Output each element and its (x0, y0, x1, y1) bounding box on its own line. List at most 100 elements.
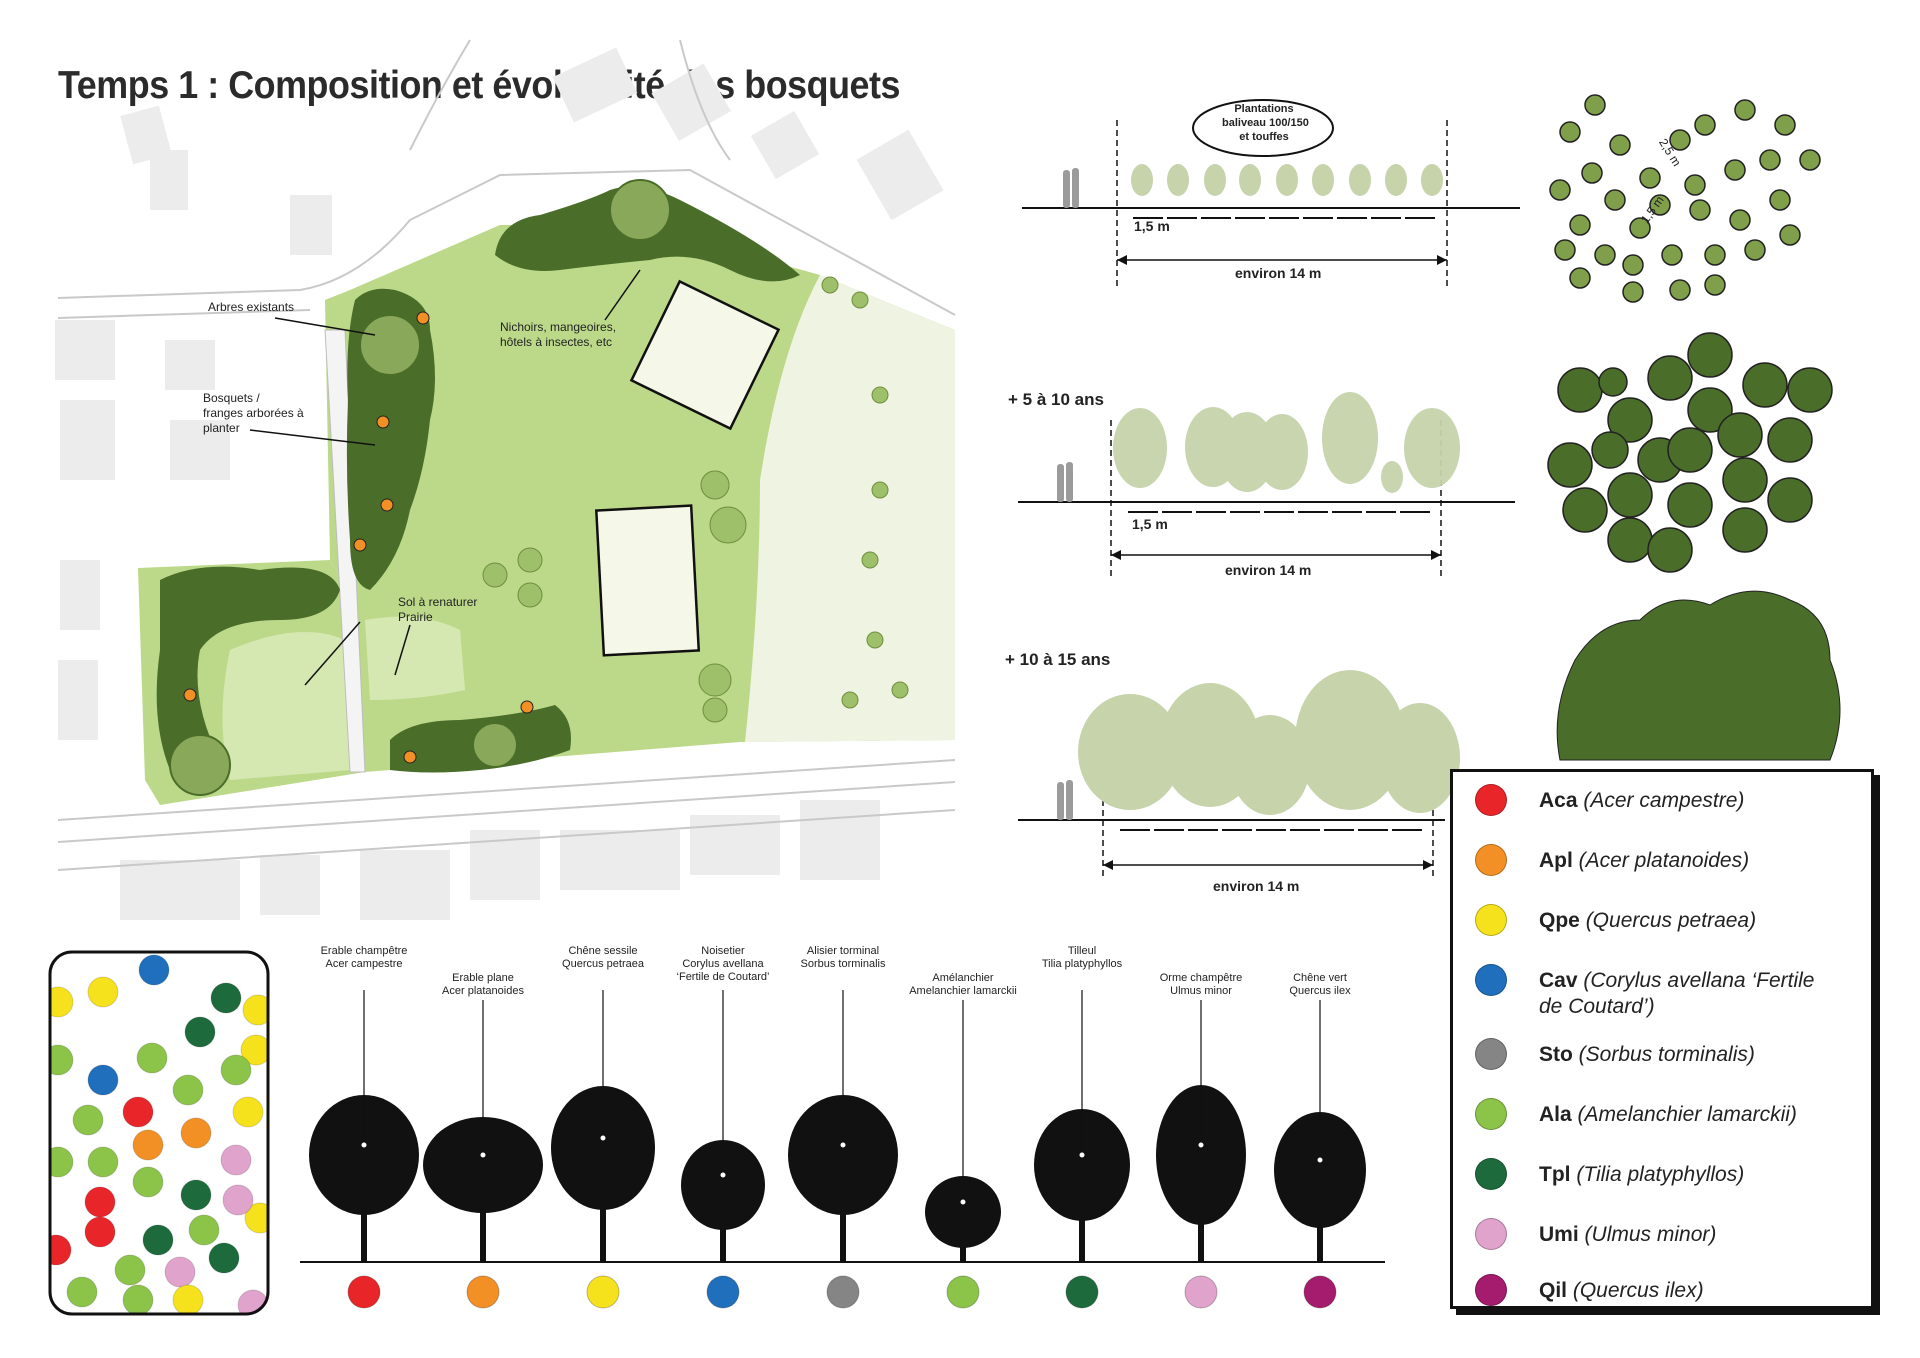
mix-dot (208, 1242, 240, 1274)
spacing-label-2: 1,5 m (1132, 516, 1168, 532)
building-north (629, 279, 781, 431)
mix-dot (84, 1186, 116, 1218)
silhouette-8 (1274, 1000, 1366, 1309)
silhouette-label-common: Orme champêtre (1159, 972, 1243, 984)
mix-dot (220, 1054, 252, 1086)
legend-species-name: (Ulmus minor) (1584, 1223, 1717, 1246)
section-5-10-years (1018, 392, 1515, 580)
legend-color-swatch (1475, 1038, 1507, 1070)
legend-species-name: (Corylus avellana ‘Fertile de Coutard’) (1539, 969, 1815, 1018)
silhouette-label-common: Erable plane (452, 972, 514, 984)
person-scale-2 (1057, 462, 1073, 502)
mix-dot (50, 1234, 72, 1266)
mature-trees (1078, 670, 1460, 815)
mix-dot (87, 976, 119, 1008)
label-groves-line-3: planter (203, 421, 240, 435)
legend-item-cav: Cav (Corylus avellana ‘Fertile de Coutar… (1475, 964, 1839, 1020)
existing-garden-area (745, 275, 955, 742)
silhouette-label-latin: Quercus petraea (562, 958, 644, 970)
silhouette-label-latin: Ulmus minor (1170, 985, 1232, 997)
silhouette-color-dot (1065, 1275, 1099, 1309)
mix-dot (232, 1096, 264, 1128)
legend-color-swatch (1475, 1274, 1507, 1306)
legend-text: Qpe (Quercus petraea) (1539, 908, 1839, 934)
meadow-patch-west (222, 632, 350, 780)
silhouette-color-dot (466, 1275, 500, 1309)
silhouette-color-dot (347, 1275, 381, 1309)
mix-dot (138, 954, 170, 986)
silhouette-label-common: Chêne sessile (568, 945, 638, 957)
grid-5-10-years (1547, 332, 1833, 573)
young-trees (1113, 392, 1460, 493)
silhouette-label-latin: Acer campestre (325, 958, 403, 970)
silhouette-label-common: Chêne vert (1293, 972, 1347, 984)
grid-10-15-years (1556, 590, 1841, 761)
silhouette-7 (1156, 1000, 1246, 1309)
legend-item-tpl: Tpl (Tilia platyphyllos) (1475, 1158, 1839, 1190)
legend-species-name: (Acer campestre) (1583, 789, 1745, 812)
mix-pattern-card (48, 950, 270, 1316)
silhouette-label-common: Tilleul (1067, 945, 1097, 957)
legend-code: Aca (1539, 789, 1578, 812)
silhouette-label-common: Noisetier (701, 945, 745, 957)
legend-code: Umi (1539, 1223, 1579, 1246)
silhouette-label-extra: ‘Fertile de Coutard’ (676, 971, 770, 983)
legend-item-qil: Qil (Quercus ilex) (1475, 1274, 1839, 1306)
legend-text: Qil (Quercus ilex) (1539, 1278, 1839, 1304)
width-label-1: environ 14 m (1235, 265, 1322, 281)
legend-text: Umi (Ulmus minor) (1539, 1222, 1839, 1248)
person-scale-1 (1063, 168, 1079, 208)
planting-grids (1547, 94, 1841, 761)
mix-dot (132, 1129, 164, 1161)
mix-dot (84, 1216, 116, 1248)
mix-dot (180, 1117, 212, 1149)
annotation-leaders (249, 269, 641, 686)
silhouette-label-common: Erable champêtre (320, 945, 408, 957)
width-label-2: environ 14 m (1225, 562, 1312, 578)
mix-dot (240, 1034, 268, 1066)
mix-dot (66, 1276, 98, 1308)
mix-dot (220, 1144, 252, 1176)
mix-dot (72, 1104, 104, 1136)
mix-dot (50, 986, 74, 1018)
label-nest-boxes-line-2: hôtels à insectes, etc (500, 335, 613, 349)
silhouette-color-dot (826, 1275, 860, 1309)
mix-dot (172, 1284, 204, 1314)
legend-code: Ala (1539, 1103, 1572, 1126)
silhouette-label-latin: Tilia platyphyllos (1041, 958, 1123, 970)
legend-code: Cav (1539, 969, 1578, 992)
label-soil-line-1: Sol à renaturer (398, 595, 478, 609)
species-silhouettes (300, 990, 1385, 1309)
silhouette-label-common: Amélanchier (932, 972, 994, 984)
silhouette-2 (551, 990, 655, 1309)
silhouette-4 (788, 990, 898, 1309)
silhouette-color-dot (946, 1275, 980, 1309)
silhouette-label-latin: Amelanchier lamarckii (909, 985, 1017, 997)
growth-sections (1018, 99, 1520, 880)
mix-dot (188, 1214, 220, 1246)
mix-dot (50, 1044, 74, 1076)
mix-dot (222, 1184, 254, 1216)
silhouette-label-common: Alisier torminal (806, 945, 880, 957)
mix-dot (87, 1146, 119, 1178)
section-plantation (1022, 99, 1520, 290)
saplings (1131, 164, 1443, 196)
legend-species-name: (Quercus petraea) (1585, 909, 1757, 932)
silhouette-color-dot (706, 1275, 740, 1309)
label-existing-trees: Arbres existants (208, 300, 295, 314)
bubble-line-2: baliveau 100/150 (1222, 117, 1309, 129)
legend-color-swatch (1475, 1098, 1507, 1130)
legend-color-swatch (1475, 844, 1507, 876)
mix-dot (114, 1254, 146, 1286)
silhouette-0 (309, 990, 419, 1309)
nest-box-markers (183, 311, 534, 764)
mix-dot (142, 1224, 174, 1256)
silhouette-6 (1034, 990, 1130, 1309)
page-title: Temps 1 : Composition et évolutivité des… (58, 64, 901, 107)
mix-dot (242, 994, 268, 1026)
silhouette-label-latin: Quercus ilex (1289, 985, 1351, 997)
mix-dot (132, 1166, 164, 1198)
person-scale-3 (1057, 780, 1073, 820)
label-groves-line-1: Bosquets / (203, 391, 260, 405)
label-nest-boxes-line-1: Nichoirs, mangeoires, (500, 320, 617, 334)
